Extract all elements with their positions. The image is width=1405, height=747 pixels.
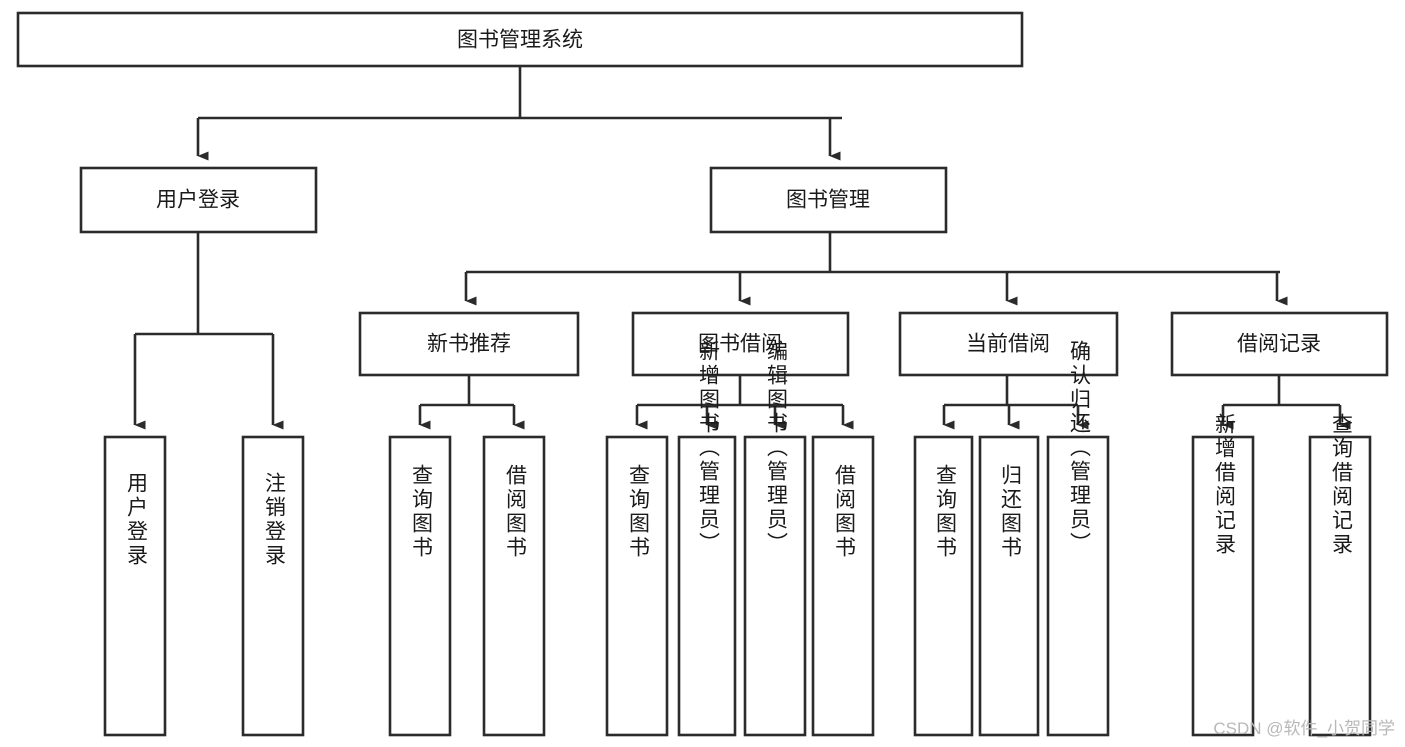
book-borrow-box[interactable] [631,311,850,377]
node-new-book-rec[interactable]: 新书推荐 [358,311,580,377]
node-leaf-edit-book[interactable]: 编辑图书（管理员） [743,340,807,737]
leaf-query-book-3-label: 查询图书 [934,464,958,560]
user-login-box[interactable] [79,166,318,234]
node-leaf-query-book-2[interactable]: 查询图书 [605,435,669,737]
leaf-add-record-label: 新增借阅记录 [1213,413,1237,557]
new-book-rec-label: 新书推荐 [427,333,511,356]
leaf-borrow-book-2-label: 借阅图书 [833,464,857,560]
leaf-add-book-label: 新增图书（管理员） [697,340,721,556]
leaf-edit-book-box[interactable] [743,435,807,737]
book-borrow-label: 图书借阅 [698,333,782,356]
leaf-logout-label: 注销登录 [263,472,287,568]
book-manage-box[interactable] [709,166,948,234]
leaf-edit-book-label: 编辑图书（管理员） [765,340,789,556]
current-borrow-box[interactable] [898,311,1119,377]
book-manage-label: 图书管理 [786,189,870,212]
borrow-record-box[interactable] [1170,311,1389,377]
leaf-query-book-2-label: 查询图书 [627,464,651,560]
leaf-user-login-box[interactable] [103,435,167,737]
node-book-manage[interactable]: 图书管理 [709,166,948,234]
root-label: 图书管理系统 [457,29,583,52]
node-leaf-query-record[interactable]: 查询借阅记录 [1308,413,1372,737]
leaf-query-book-3-box[interactable] [913,435,974,737]
leaf-confirm-return-label: 确认归还（管理员） [1068,340,1092,556]
leaf-user-login-label: 用户登录 [125,472,149,568]
leaf-query-book-2-box[interactable] [605,435,669,737]
node-leaf-confirm-return[interactable]: 确认归还（管理员） [1046,340,1110,737]
node-root[interactable]: 图书管理系统 [16,11,1024,68]
leaf-query-record-label: 查询借阅记录 [1330,413,1354,557]
leaf-borrow-book-1-label: 借阅图书 [504,464,528,560]
leaf-query-book-1-box[interactable] [388,435,452,737]
node-book-borrow[interactable]: 图书借阅 [631,311,850,377]
node-leaf-logout[interactable]: 注销登录 [241,435,305,737]
leaf-add-book-box[interactable] [677,435,737,737]
root-box[interactable] [16,11,1024,68]
leaf-query-record-box[interactable] [1308,435,1372,737]
leaf-query-book-1-label: 查询图书 [410,464,434,560]
current-borrow-label: 当前借阅 [966,333,1050,356]
leaf-return-book-label: 归还图书 [999,464,1023,560]
node-leaf-add-record[interactable]: 新增借阅记录 [1191,413,1255,737]
node-leaf-return-book[interactable]: 归还图书 [978,435,1040,737]
connector-layer [133,66,1351,430]
leaf-confirm-return-box[interactable] [1046,435,1110,737]
node-leaf-query-book-3[interactable]: 查询图书 [913,435,974,737]
node-leaf-borrow-book-2[interactable]: 借阅图书 [811,435,875,737]
user-login-label: 用户登录 [156,189,240,212]
leaf-logout-box[interactable] [241,435,305,737]
node-borrow-record[interactable]: 借阅记录 [1170,311,1389,377]
borrow-record-label: 借阅记录 [1237,333,1321,356]
node-current-borrow[interactable]: 当前借阅 [898,311,1119,377]
node-leaf-user-login[interactable]: 用户登录 [103,435,167,737]
node-leaf-borrow-book-1[interactable]: 借阅图书 [482,435,546,737]
node-leaf-query-book-1[interactable]: 查询图书 [388,435,452,737]
leaf-add-record-box[interactable] [1191,435,1255,737]
leaf-borrow-book-1-box[interactable] [482,435,546,737]
new-book-rec-box[interactable] [358,311,580,377]
leaf-return-book-box[interactable] [978,435,1040,737]
leaf-borrow-book-2-box[interactable] [811,435,875,737]
node-leaf-add-book[interactable]: 新增图书（管理员） [677,340,737,737]
node-user-login[interactable]: 用户登录 [79,166,318,234]
